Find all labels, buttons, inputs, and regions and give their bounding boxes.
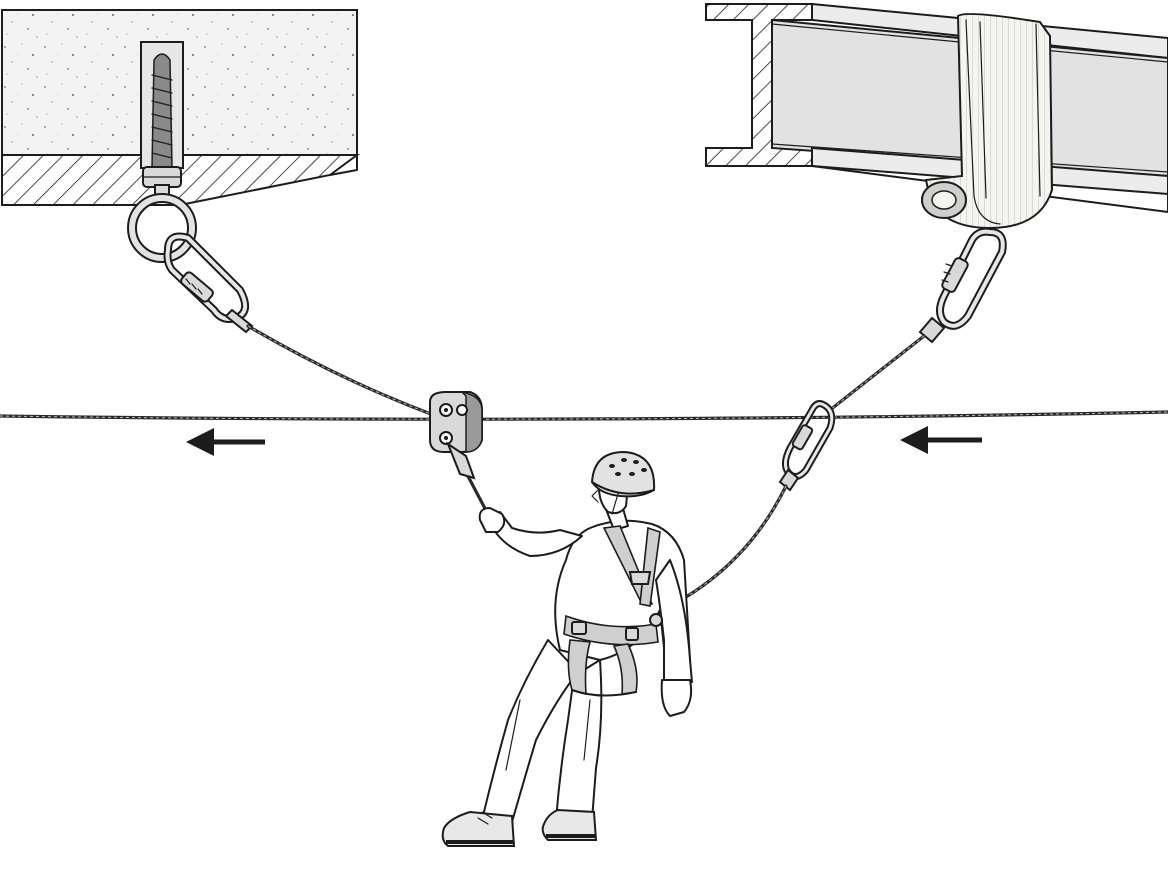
safety-helmet [590,450,656,515]
safety-harness [563,525,663,697]
right-boot [541,808,598,841]
left-lanyard-thimble [224,308,254,334]
lifeline-carabiner [778,400,836,492]
right-anchor-lanyard [828,334,926,412]
left-anchor-lanyard [246,324,438,418]
eye-bolt-ring [127,184,197,263]
rope-grab-pulley [429,390,483,453]
raised-hand [478,507,506,533]
right-carabiner [918,227,1007,344]
arrow-left-2 [900,426,982,454]
horizontal-lifeline [0,410,1168,421]
worker [441,450,693,847]
left-boot [441,810,516,847]
anchor-bolt [140,41,184,188]
pulley-lanyard [445,441,492,520]
lower-hand [660,679,693,717]
beam-webbing-sling [921,13,1054,230]
arrow-left-1 [186,428,265,456]
